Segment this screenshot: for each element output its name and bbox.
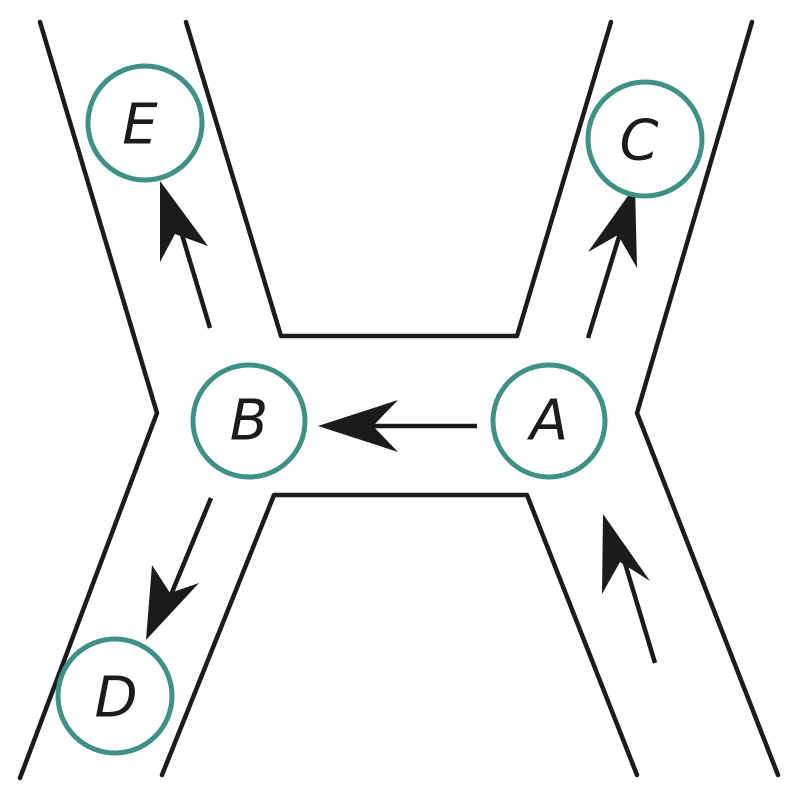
arrow-b-to-d-head [146,565,199,640]
node-c-label: C [619,109,658,174]
arrow-entry-to-a-head [602,514,650,594]
arrow-b-to-d-shaft [165,497,214,603]
road-edge-right-outer [634,19,781,778]
road-edge-bottom-inner [159,492,640,778]
road-outlines [17,19,781,781]
node-c-ring [585,79,705,199]
node-e-ring [85,63,205,183]
arrow-a-to-c [585,186,637,339]
node-b: B [190,362,308,480]
node-c: C [585,79,705,199]
node-a-ring [490,362,608,480]
flow-arrows [146,181,658,664]
node-a: A [490,362,608,480]
node-e: E [85,63,205,183]
arrow-entry-to-a [602,514,658,664]
node-d-ring [55,636,175,756]
node-d-label: D [94,666,137,731]
node-e-label: E [122,93,158,158]
node-b-ring [190,362,308,480]
road-edge-left-inner [183,19,614,339]
node-a-label: A [527,389,568,454]
arrow-b-to-e-head [160,181,208,262]
road-edge-left-outer [17,19,160,781]
arrow-b-to-d [146,497,214,640]
arrow-b-to-e [160,181,213,329]
arrow-a-to-b-head [318,400,398,452]
node-b-label: B [230,389,268,454]
node-d: D [55,636,175,756]
arrow-a-to-c-head [588,186,637,268]
arrow-a-to-b [318,400,477,452]
